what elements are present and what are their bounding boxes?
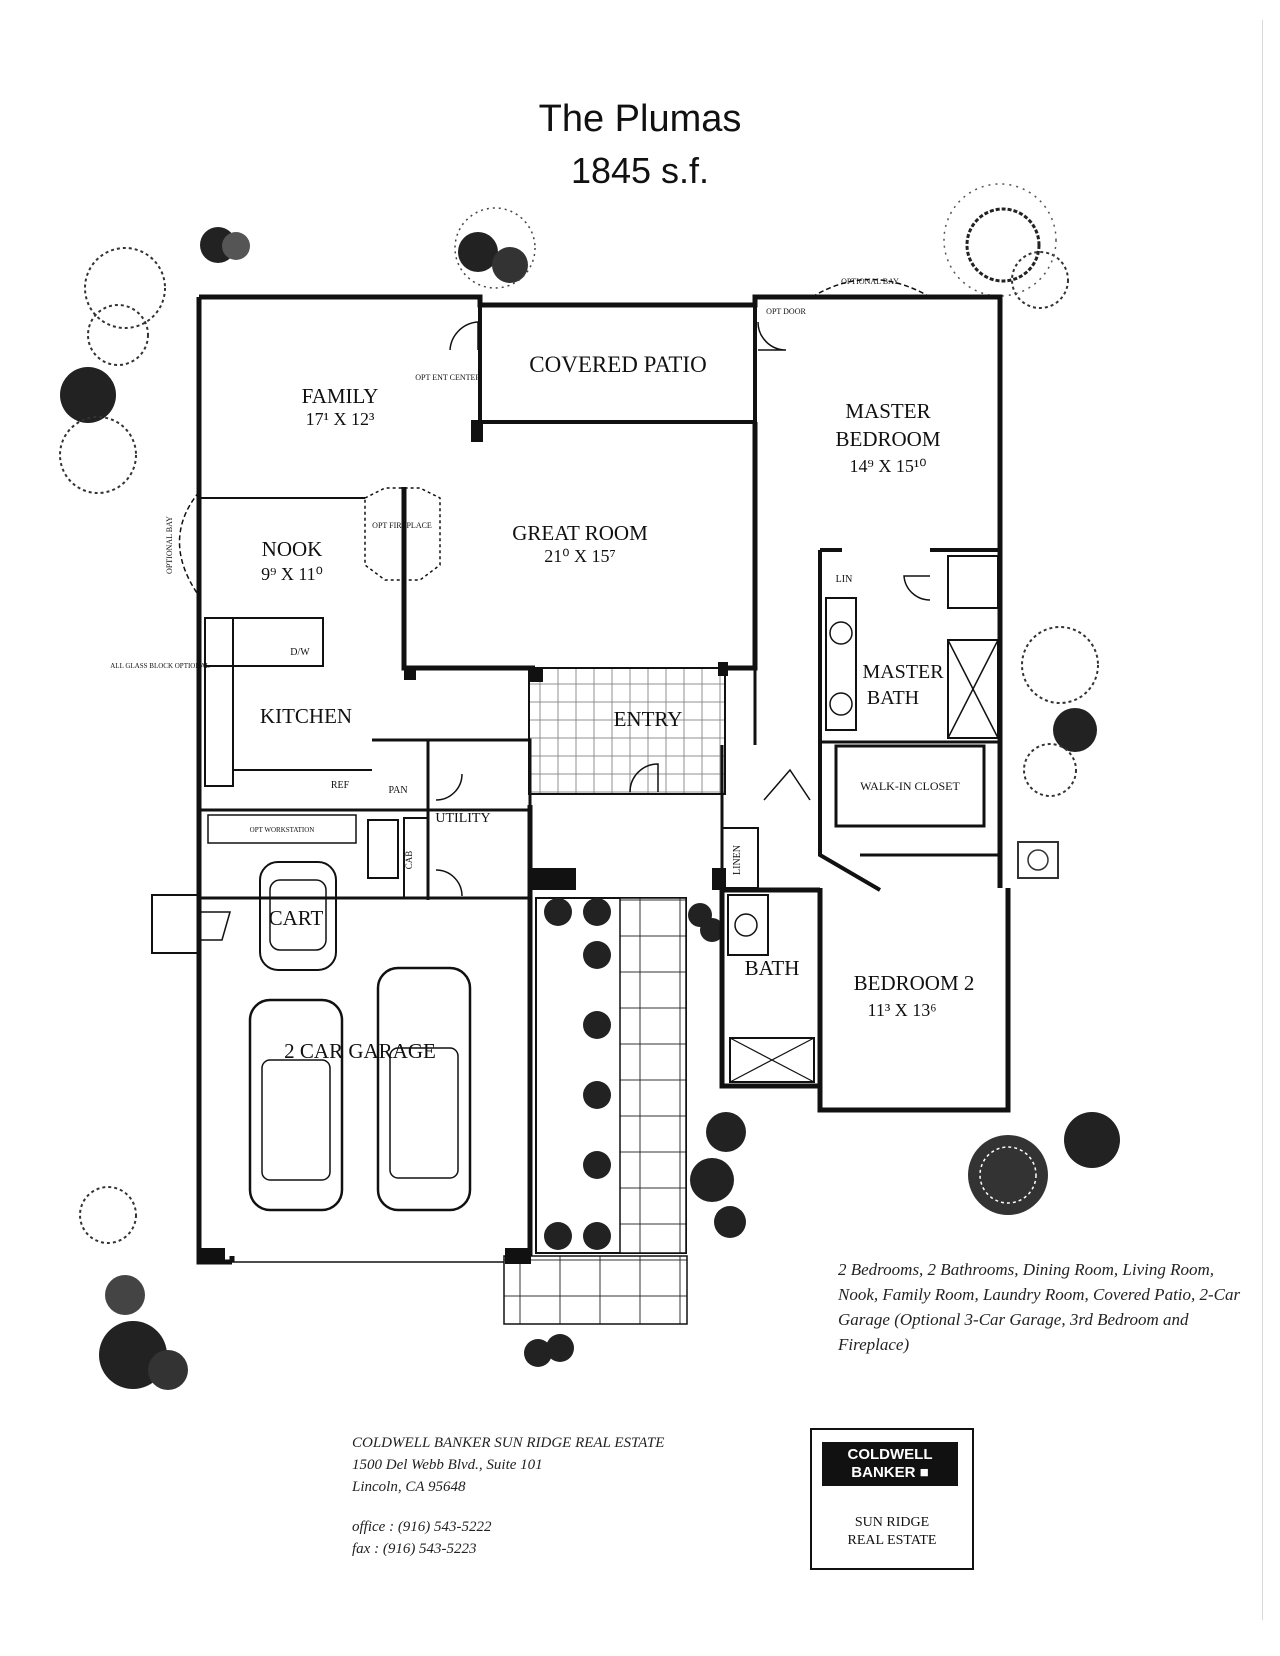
brand-office-line-1: SUN RIDGE xyxy=(854,1515,930,1530)
label-covered-patio: COVERED PATIO xyxy=(529,352,706,377)
note-fireplace: OPT FIREPLACE xyxy=(372,521,432,530)
ac-unit xyxy=(1017,841,1059,879)
label-master-bath-2: BATH xyxy=(867,687,919,709)
coldwell-banker-logo: COLDWELL BANKER ■ SUN RIDGE REAL ESTATE xyxy=(810,1428,974,1570)
label-master-bath-1: MASTER xyxy=(862,661,944,683)
label-garage: 2 CAR GARAGE xyxy=(284,1039,436,1063)
brand-mark: COLDWELL BANKER ■ xyxy=(822,1442,958,1486)
label-bath: BATH xyxy=(745,956,800,980)
brand-office-line-2: REAL ESTATE xyxy=(847,1533,937,1548)
tree-cluster-right xyxy=(1021,626,1099,797)
label-bedroom-2-size: 11³ X 13⁶ xyxy=(867,1000,936,1020)
tree-cluster-top-center xyxy=(454,207,536,289)
label-ref: REF xyxy=(331,780,350,791)
office-address-2: Lincoln, CA 95648 xyxy=(352,1479,466,1495)
label-dw: D/W xyxy=(290,647,310,658)
office-fax: fax : (916) 543-5223 xyxy=(352,1541,477,1557)
office-address-1: 1500 Del Webb Blvd., Suite 101 xyxy=(352,1457,543,1473)
office-contact: COLDWELL BANKER SUN RIDGE REAL ESTATE 15… xyxy=(352,1432,802,1560)
label-nook-size: 9⁹ X 11⁰ xyxy=(261,564,323,584)
note-optional-bay-left: OPTIONAL BAY xyxy=(165,516,174,574)
note-optional-bay-top: OPTIONAL BAY xyxy=(841,277,899,286)
tree-cluster-top-left xyxy=(59,227,250,494)
note-glass-block: ALL GLASS BLOCK OPTIONAL xyxy=(110,662,210,670)
plan-notes: OPTIONAL BAY OPT DOOR OPT ENT CENTER OPT… xyxy=(110,277,899,834)
label-lin: LIN xyxy=(836,574,853,585)
wall-corner-posts xyxy=(199,420,728,1264)
plan-square-footage: 1845 s.f. xyxy=(570,150,710,191)
note-opt-door: OPT DOOR xyxy=(766,307,806,316)
brand-office: SUN RIDGE REAL ESTATE xyxy=(812,1514,972,1550)
label-walk-in-closet: WALK-IN CLOSET xyxy=(860,779,960,793)
garage-car-left xyxy=(248,998,344,1212)
label-master-bedroom-size: 14⁹ X 15¹⁰ xyxy=(850,456,927,476)
brand-line-1: COLDWELL xyxy=(847,1446,933,1463)
brand-line-2: BANKER ■ xyxy=(851,1464,929,1481)
garage-car-right xyxy=(376,966,472,1212)
label-entry: ENTRY xyxy=(614,707,683,731)
note-opt-workstation: OPT WORKSTATION xyxy=(250,826,315,834)
label-nook: NOOK xyxy=(262,537,323,561)
page-edge-rule xyxy=(1262,20,1263,1620)
tree-cluster-bottom-center xyxy=(524,903,746,1367)
label-pan: PAN xyxy=(388,785,407,796)
label-family: FAMILY xyxy=(302,384,379,408)
walkway-shrubs xyxy=(544,898,611,1250)
tree-cluster-bottom-left xyxy=(79,1186,188,1390)
label-utility: UTILITY xyxy=(435,811,490,826)
label-great-room-size: 21⁰ X 15⁷ xyxy=(544,546,616,566)
label-linen: LINEN xyxy=(732,845,743,875)
office-name: COLDWELL BANKER SUN RIDGE REAL ESTATE xyxy=(352,1435,665,1451)
label-master-bedroom-1: MASTER xyxy=(845,399,930,423)
label-cab: CAB xyxy=(404,851,414,870)
label-bedroom-2: BEDROOM 2 xyxy=(854,971,975,995)
landscaping xyxy=(59,183,1120,1390)
label-master-bedroom-2: BEDROOM xyxy=(835,427,940,451)
tree-cluster-bottom-right xyxy=(968,1112,1120,1215)
plan-title: The Plumas xyxy=(538,98,742,140)
note-opt-ent-center: OPT ENT CENTER xyxy=(415,373,481,382)
label-kitchen: KITCHEN xyxy=(260,704,352,728)
tree-cluster-top-right xyxy=(943,183,1069,309)
office-phone: office : (916) 543-5222 xyxy=(352,1519,492,1535)
room-labels: COVERED PATIO FAMILY 17¹ X 12³ MASTER BE… xyxy=(260,352,974,1063)
label-great-room: GREAT ROOM xyxy=(512,521,648,545)
cart-vehicle xyxy=(259,861,337,971)
label-cart: CART xyxy=(269,906,324,930)
label-family-size: 17¹ X 12³ xyxy=(306,409,375,429)
floor-plan-walls xyxy=(151,278,1011,1325)
features-description: 2 Bedrooms, 2 Bathrooms, Dining Room, Li… xyxy=(838,1260,1241,1354)
